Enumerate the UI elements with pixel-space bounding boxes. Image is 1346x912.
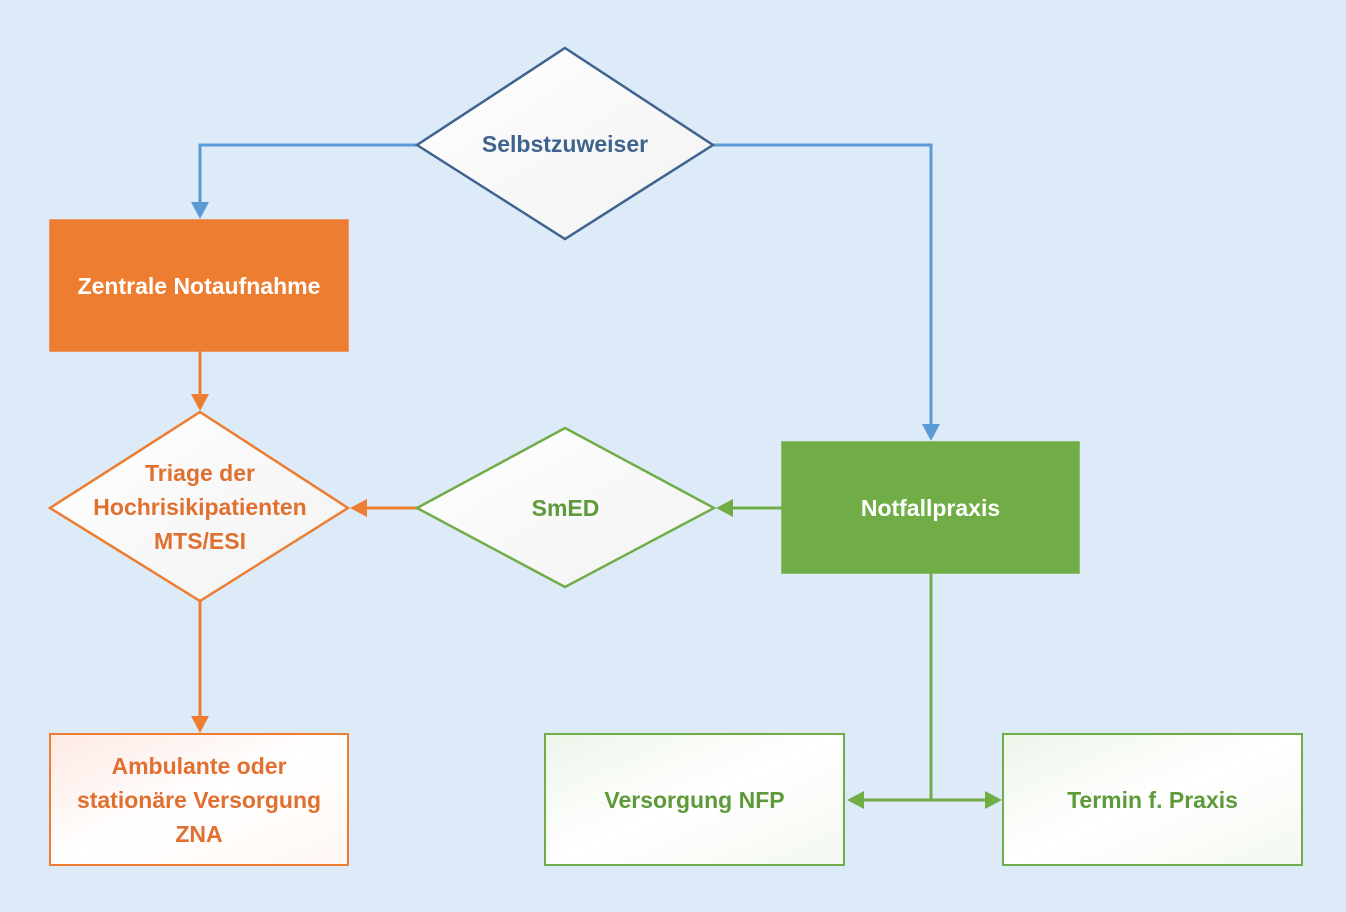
decision-selbstzuweiser-shape <box>414 46 716 241</box>
decision-smed-shape <box>414 426 717 589</box>
arrowhead-triage-to-ambulante <box>191 716 209 733</box>
label-ambulante-versorgung: Ambulante oder stationäre Versorgung ZNA <box>76 752 322 847</box>
process-zna-shape <box>49 219 349 352</box>
process-termin-shape <box>1002 733 1303 866</box>
label-zentrale-notaufnahme: Zentrale Notaufnahme <box>77 272 321 299</box>
arrowhead-zna-to-triage <box>191 394 209 411</box>
label-notfallpraxis: Notfallpraxis <box>860 494 1001 521</box>
decision-triage-shape <box>47 410 351 603</box>
connector-selbst-to-zna <box>198 143 417 206</box>
label-smed: SmED <box>531 494 600 521</box>
process-ambulante-shape <box>49 733 349 866</box>
arrowhead-notfallpraxis-to-smed <box>716 499 733 517</box>
process-versorgung-nfp-shape <box>544 733 845 866</box>
label-versorgung-nfp: Versorgung NFP <box>604 786 785 813</box>
arrowhead-selbst-to-zna <box>191 202 209 219</box>
process-notfallpraxis-shape <box>781 441 1080 574</box>
label-triage: Triage der Hochrisikipatienten MTS/ESI <box>93 459 307 554</box>
arrowhead-selbst-to-notfallpraxis <box>922 424 940 441</box>
arrowhead-smed-to-triage <box>350 499 367 517</box>
label-selbstzuweiser: Selbstzuweiser <box>481 130 649 157</box>
connector-selbst-to-notfallpraxis <box>713 143 933 428</box>
label-termin-praxis: Termin f. Praxis <box>1067 786 1238 813</box>
arrowhead-to-versorgung-nfp <box>847 791 864 809</box>
arrowhead-to-termin <box>985 791 1002 809</box>
